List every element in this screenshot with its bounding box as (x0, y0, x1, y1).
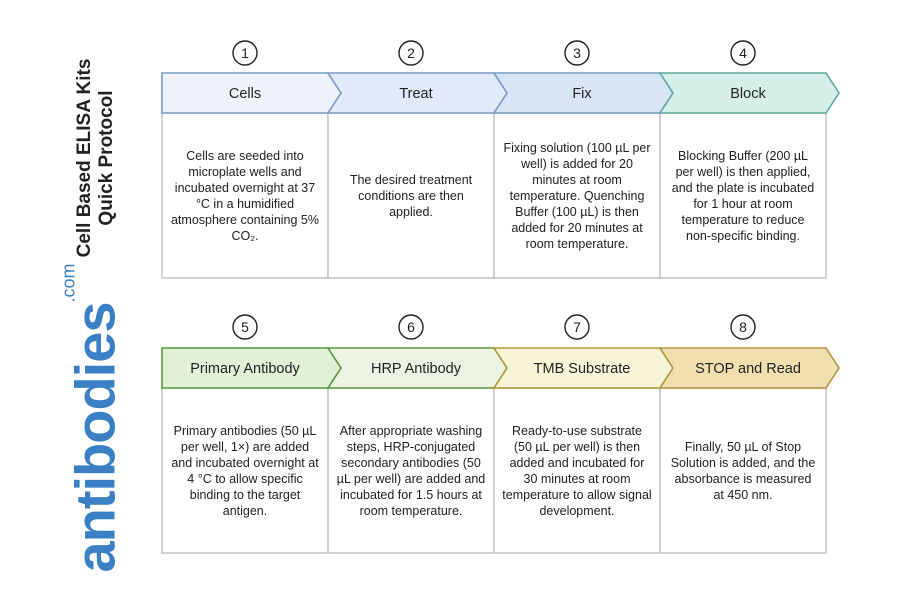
step-number: 8 (739, 319, 747, 335)
step-7: 7 (493, 314, 661, 554)
step-description: Primary antibodies (50 µL per well, 1×) … (171, 423, 319, 518)
step-body-box (161, 387, 329, 554)
step-8: 8 (659, 314, 827, 554)
step-label: Fix (572, 86, 592, 102)
step-description: Ready-to-use substrate (50 µL per well) … (502, 423, 652, 518)
step-description: Blocking Buffer (200 µL per well) is the… (671, 148, 815, 243)
step-number: 3 (573, 45, 581, 61)
step-number-circle (232, 314, 258, 340)
step-number: 2 (407, 45, 415, 61)
step-header-arrow (658, 347, 840, 389)
step-description: After appropriate washing steps, HRP-con… (336, 423, 486, 518)
step-body-box (493, 112, 661, 279)
step-body-box (493, 387, 661, 554)
step-label: HRP Antibody (371, 361, 462, 377)
step-label: Primary Antibody (190, 361, 300, 377)
step-body-box (659, 112, 827, 279)
step-number: 5 (241, 319, 249, 335)
step-body-box (327, 387, 495, 554)
step-number-circle (232, 40, 258, 66)
step-number-circle (398, 40, 424, 66)
step-body-box (161, 112, 329, 279)
step-4: 4 (659, 40, 827, 279)
step-6: 6 (327, 314, 495, 554)
step-number-circle (564, 40, 590, 66)
step-description: Fixing solution (100 µL per well) is add… (503, 140, 651, 251)
step-number-circle (564, 314, 590, 340)
step-label: Treat (399, 86, 432, 102)
step-number: 6 (407, 319, 415, 335)
step-number-circle (730, 40, 756, 66)
step-label: TMB Substrate (534, 361, 631, 377)
step-label: STOP and Read (695, 361, 801, 377)
step-description: The desired treatment conditions are the… (349, 172, 473, 219)
step-header-arrow (658, 72, 840, 114)
step-number-circle (730, 314, 756, 340)
step-number-circle (398, 314, 424, 340)
step-description: Finally, 50 µL of Stop Solution is added… (670, 439, 816, 502)
step-number: 1 (241, 45, 249, 61)
step-5: 5 (161, 314, 329, 554)
step-body-box (659, 387, 827, 554)
step-description: Cells are seeded into microplate wells a… (170, 148, 319, 243)
step-3: 3 (493, 40, 661, 279)
step-number: 7 (573, 319, 581, 335)
step-label: Cells (229, 86, 261, 102)
step-1: 1 (161, 40, 329, 279)
step-label: Block (730, 86, 766, 102)
step-number: 4 (739, 45, 747, 61)
